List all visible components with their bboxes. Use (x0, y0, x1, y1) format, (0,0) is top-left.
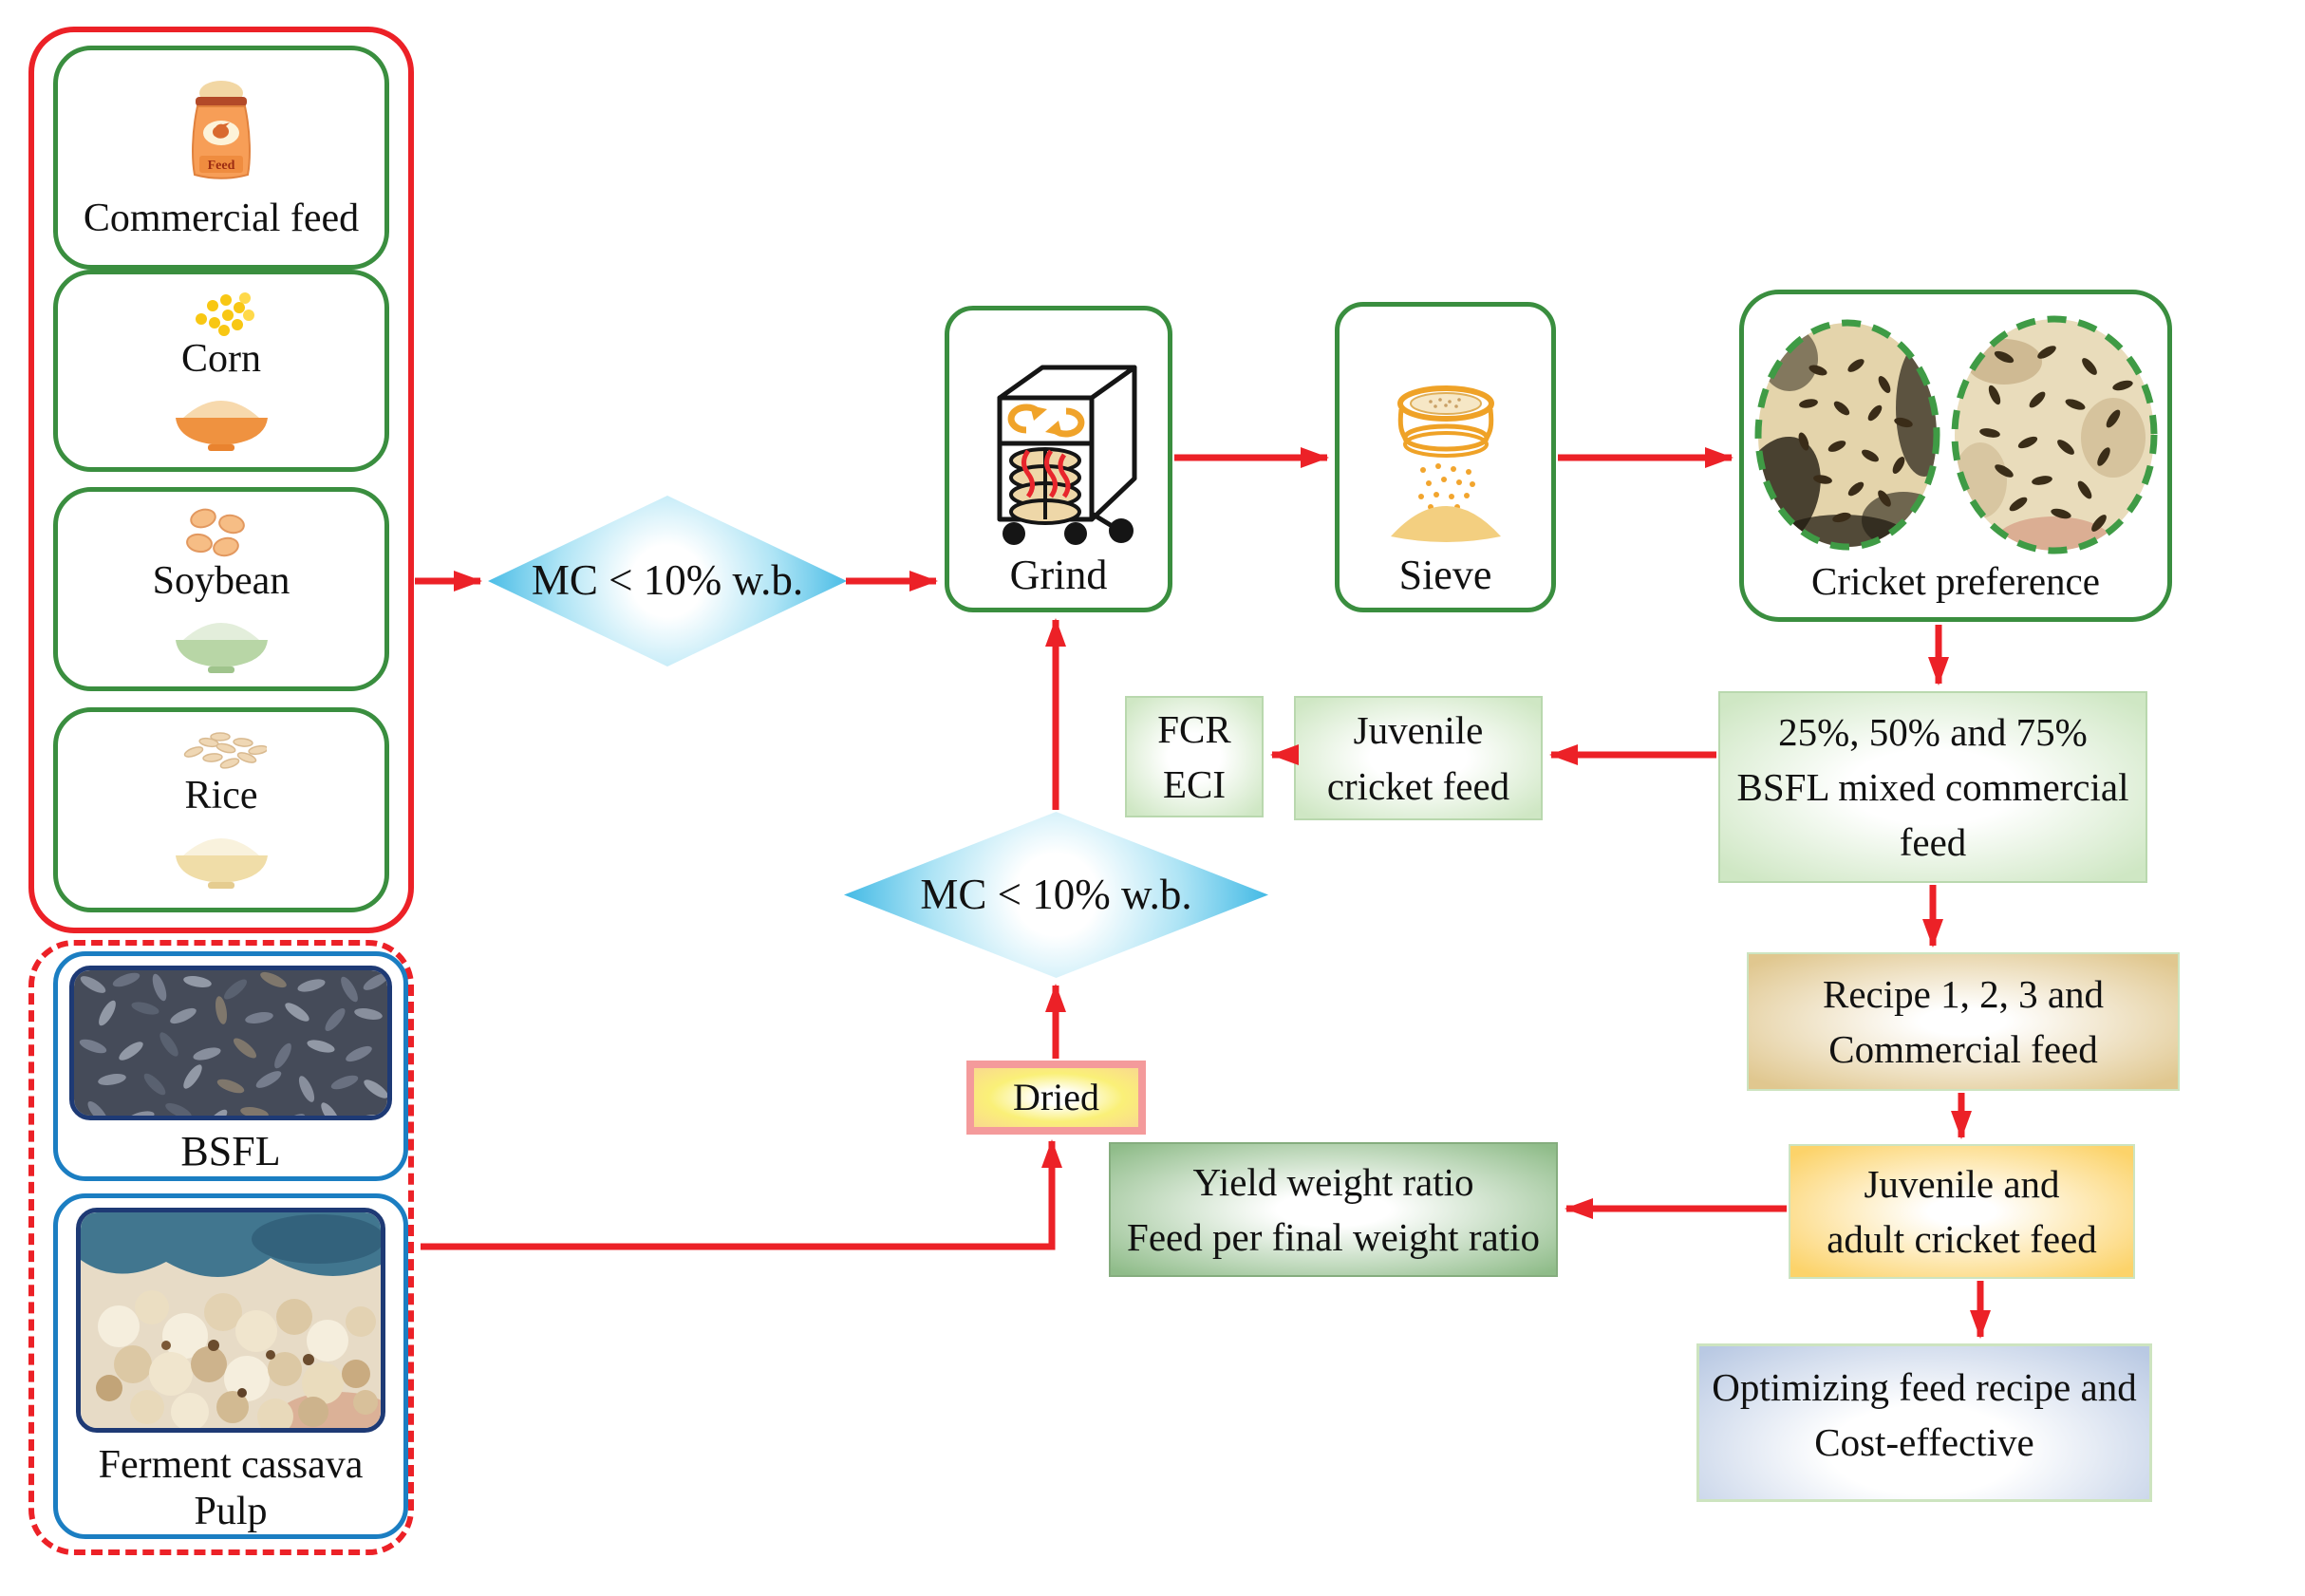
label-juvenile-adult-line2: adult cricket feed (1827, 1217, 2097, 1261)
label-commercial-feed: Commercial feed (83, 196, 360, 240)
card-commercial-feed: Feed Commercial feed (53, 46, 389, 270)
decision-mc-check-1: MC < 10% w.b. (488, 496, 847, 667)
node-recipe: Recipe 1, 2, 3 and Commercial feed (1747, 952, 2180, 1091)
node-cricket-preference: Cricket preference (1739, 290, 2172, 622)
arrow-insects-to-dried (421, 1139, 1062, 1250)
node-fcr-eci: FCR ECI (1125, 696, 1264, 817)
bsfl-photo (69, 966, 392, 1121)
label-grind: Grind (1009, 552, 1108, 599)
feed-bag-icon: Feed (169, 74, 273, 196)
corn-bowl-icon (162, 382, 281, 453)
label-ferment-cassava-line2: Pulp (194, 1489, 268, 1533)
label-rice: Rice (184, 774, 258, 818)
node-yield-metrics: Yield weight ratio Feed per final weight… (1109, 1142, 1558, 1277)
card-bsfl: BSFL (53, 951, 408, 1181)
label-eci: ECI (1162, 762, 1227, 806)
rice-grains-icon (177, 729, 267, 773)
feed-bag-text: Feed (208, 159, 235, 173)
card-soybean: Soybean (53, 487, 389, 691)
node-optimizing: Optimizing feed recipe and Cost-effectiv… (1696, 1343, 2152, 1502)
label-recipe-line1: Recipe 1, 2, 3 and (1822, 971, 2105, 1016)
soybean-bowl-icon (162, 604, 281, 675)
cricket-photo-2 (1947, 310, 2162, 560)
label-yield-line2: Feed per final weight ratio (1127, 1215, 1540, 1259)
label-cricket-preference: Cricket preference (1811, 558, 2100, 603)
label-bsfl-mix-line1: 25%, 50% and 75% (1778, 709, 2088, 754)
sieve-icon (1374, 373, 1518, 552)
node-juvenile-cricket-feed: Juvenile cricket feed (1294, 696, 1543, 820)
card-corn: Corn (53, 270, 389, 472)
cricket-photo-1 (1752, 313, 1943, 556)
label-bsfl: BSFL (180, 1128, 281, 1175)
cassava-pulp-photo (76, 1208, 385, 1434)
label-juvenile-feed-line2: cricket feed (1326, 763, 1510, 808)
grinder-icon (971, 350, 1147, 552)
corn-kernels-icon (178, 289, 264, 336)
label-ferment-cassava-line1: Ferment cassava (98, 1443, 364, 1488)
soybean-seeds-icon (178, 503, 264, 558)
label-juvenile-adult-line1: Juvenile and (1864, 1161, 2060, 1206)
card-ferment-cassava: Ferment cassava Pulp (53, 1193, 408, 1539)
node-grind: Grind (945, 306, 1172, 612)
decision-mc-check-2: MC < 10% w.b. (844, 812, 1268, 978)
node-dried: Dried (966, 1061, 1146, 1135)
label-bsfl-mix-line2: BSFL mixed commercial (1736, 764, 2129, 809)
label-optimizing-line2: Cost-effective (1814, 1420, 2034, 1465)
insect-inputs-group (28, 940, 414, 1555)
card-rice: Rice (53, 707, 389, 912)
rice-bowl-icon (162, 819, 281, 891)
label-juvenile-feed-line1: Juvenile (1353, 708, 1484, 753)
label-mc-check-1: MC < 10% w.b. (531, 556, 804, 605)
label-optimizing-line1: Optimizing feed recipe and (1712, 1365, 2137, 1409)
label-mc-check-2: MC < 10% w.b. (920, 870, 1192, 918)
label-corn: Corn (181, 336, 261, 381)
label-soybean: Soybean (152, 558, 290, 603)
label-dried: Dried (1012, 1076, 1100, 1118)
label-recipe-line2: Commercial feed (1828, 1027, 2098, 1071)
node-juvenile-adult-feed: Juvenile and adult cricket feed (1789, 1144, 2135, 1279)
label-fcr: FCR (1157, 706, 1231, 751)
node-sieve: Sieve (1335, 302, 1556, 612)
label-yield-line1: Yield weight ratio (1192, 1159, 1474, 1204)
node-bsfl-mix: 25%, 50% and 75% BSFL mixed commercial f… (1718, 691, 2147, 883)
label-bsfl-mix-line3: feed (1899, 820, 1967, 865)
label-sieve: Sieve (1398, 552, 1492, 599)
